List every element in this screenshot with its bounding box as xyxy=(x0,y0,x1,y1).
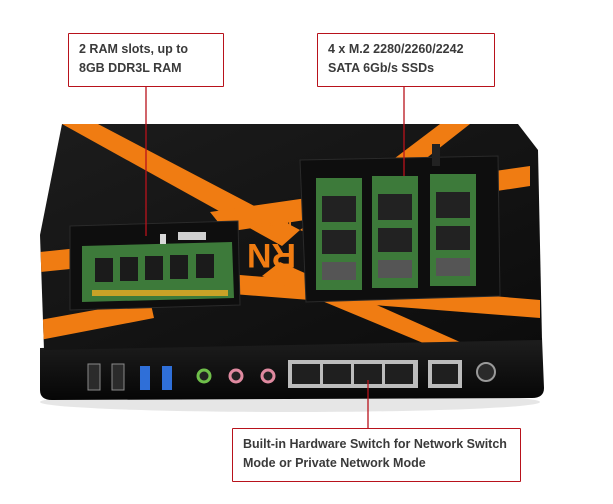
audio-jack-green xyxy=(196,368,212,384)
network-callout: Built-in Hardware Switch for Network Swi… xyxy=(232,428,521,482)
hdmi-port xyxy=(87,363,101,391)
ram-callout: 2 RAM slots, up to 8GB DDR3L RAM xyxy=(68,33,224,87)
ram-bay xyxy=(69,220,241,311)
ssd-callout: 4 x M.2 2280/2260/2242 SATA 6Gb/s SSDs xyxy=(317,33,495,87)
ram-callout-line1: 2 RAM slots, up to xyxy=(79,42,189,56)
usb-port xyxy=(140,366,150,390)
ssd-bay xyxy=(299,144,501,303)
ssd-module-1 xyxy=(316,178,362,290)
hdmi-port xyxy=(111,363,125,391)
usb-port xyxy=(162,366,172,390)
dc-power-jack xyxy=(476,362,496,382)
board-logo-fragment: RN xyxy=(247,236,296,274)
ram-callout-line2: 8GB DDR3L RAM xyxy=(79,61,182,75)
ssd-module-2 xyxy=(372,176,418,288)
network-callout-line1: Built-in Hardware Switch for Network Swi… xyxy=(243,437,507,451)
front-ports xyxy=(87,360,496,391)
audio-jack-pink xyxy=(228,368,244,384)
ssd-module-3 xyxy=(430,174,476,286)
mirrored-board-print: M.2 SSD xyxy=(232,214,292,231)
network-callout-line2: Mode or Private Network Mode xyxy=(243,456,426,470)
ssd-callout-line1: 4 x M.2 2280/2260/2242 xyxy=(328,42,464,56)
ssd-callout-line2: SATA 6Gb/s SSDs xyxy=(328,61,435,75)
audio-jack-pink xyxy=(260,368,276,384)
ethernet-switch-ports xyxy=(288,360,418,388)
